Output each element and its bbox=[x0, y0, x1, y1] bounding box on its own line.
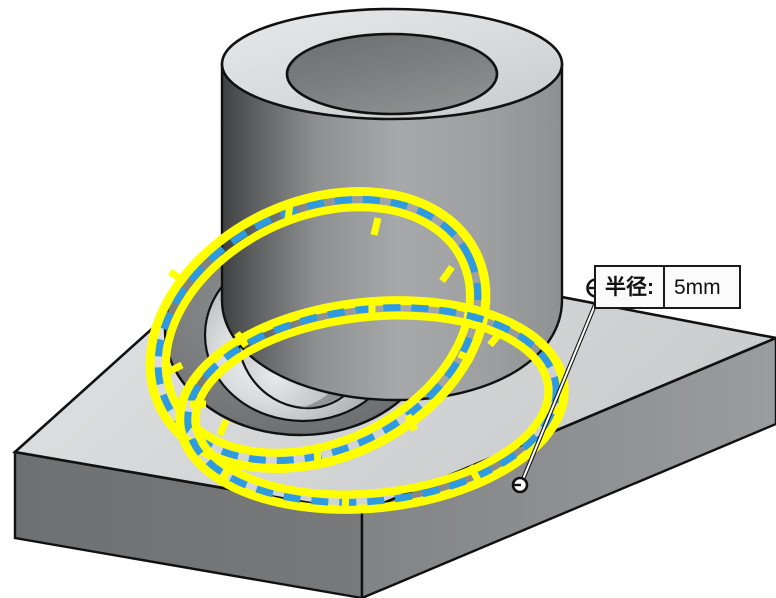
fillet-loop-lower-centerline bbox=[184, 304, 560, 506]
fillet-loop-lower-ticks bbox=[190, 302, 560, 510]
callout-leader bbox=[511, 297, 600, 494]
leader-line bbox=[520, 299, 598, 485]
radius-dimension-callout[interactable]: 半径: 5mm bbox=[594, 265, 741, 309]
callout-value[interactable]: 5mm bbox=[663, 267, 730, 307]
fillet-loop-upper-inner-edge bbox=[162, 203, 474, 457]
fillet-loop-lower-inner-edge bbox=[191, 311, 553, 499]
fillet-loop-upper-ticks bbox=[166, 202, 475, 464]
callout-label: 半径: bbox=[605, 275, 654, 299]
boss-bore bbox=[285, 32, 499, 116]
fillet-loop-upper[interactable] bbox=[104, 138, 533, 522]
fillet-loop-upper-centerline bbox=[154, 195, 482, 465]
fillet-loop-upper-outer-edge bbox=[145, 186, 491, 474]
